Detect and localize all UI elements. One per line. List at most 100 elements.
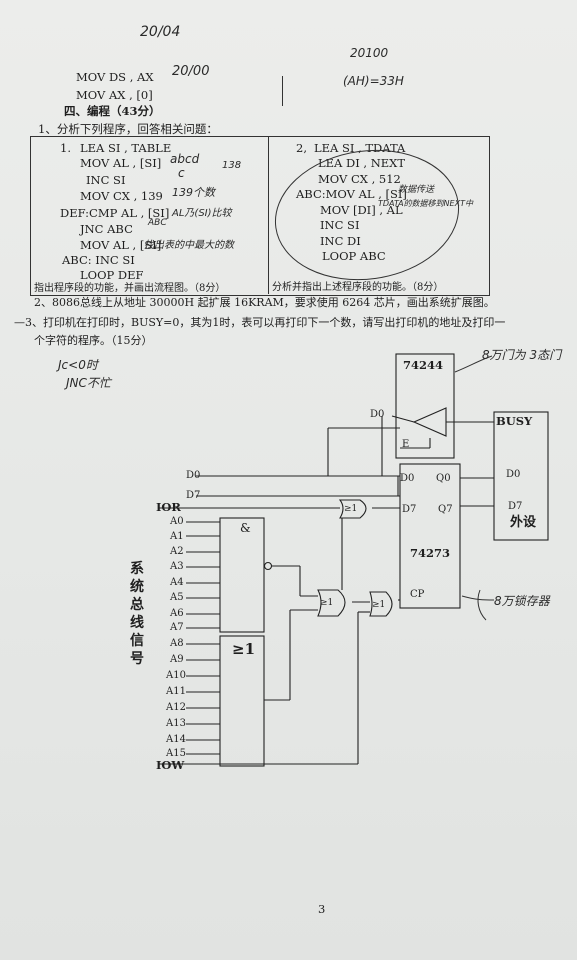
question-3-line-1: —3、打印机在打印时，BUSY=0，其为1时，表可以再打印下一个数，请写出打印机… — [14, 316, 506, 329]
p2-line: ABC:MOV AL , [SI] — [296, 187, 407, 201]
code-line-mov-ax: MOV AX , [0] — [76, 88, 153, 102]
peripheral-label: 外设 — [510, 515, 537, 530]
code-line-mov-ds: MOV DS , AX — [76, 70, 154, 84]
handwriting-note: 找出表的中最大的数 — [144, 240, 234, 251]
pin-e: E — [402, 439, 410, 450]
bus-signal-label: 系统总线信号 — [130, 561, 144, 667]
pin-cp: CP — [410, 589, 425, 600]
bus-d7: D7 — [186, 490, 201, 501]
handwriting-note: ABC — [148, 218, 167, 228]
address-label: A5 — [170, 592, 184, 603]
p2-line: LEA DI , NEXT — [318, 156, 406, 170]
handwriting-note-244: 8万门为 3态门 — [482, 348, 562, 362]
handwriting-note-273: 8万锁存器 — [494, 594, 550, 608]
handwriting-top-mid: 20/00 — [172, 64, 210, 79]
chip-74273-label: 74273 — [410, 546, 451, 560]
and-gate-symbol: & — [240, 521, 251, 535]
pin-q7: Q7 — [438, 504, 453, 515]
pin-d7: D7 — [402, 504, 417, 515]
handwriting-top-right: 20100 — [350, 46, 389, 60]
p1-line: JNC ABC — [80, 222, 133, 236]
address-label: A14 — [166, 734, 186, 745]
hand-drawn-circle — [274, 149, 460, 281]
handwriting-note: c — [178, 166, 185, 180]
p2-line: LEA SI , TDATA — [314, 141, 406, 155]
address-label: A3 — [170, 561, 184, 572]
address-label: A10 — [166, 670, 186, 681]
address-label: A6 — [170, 608, 184, 619]
arrow-273-note — [461, 595, 495, 601]
p1-line: MOV AL , [SI] — [80, 156, 162, 170]
or-gate-read — [338, 499, 367, 519]
address-label: A15 — [166, 748, 186, 759]
program-table — [30, 136, 490, 296]
p1-line: MOV AL , [SI] — [80, 238, 162, 252]
chip-74244-label: 74244 — [403, 358, 444, 372]
or-gate-write-symbol: ≥1 — [372, 600, 386, 610]
address-label: A12 — [166, 702, 186, 713]
program-2-question: 分析并指出上述程序段的功能。（8分） — [272, 282, 444, 293]
buffer-triangle — [412, 407, 447, 437]
bus-d0: D0 — [186, 470, 201, 481]
or-gate-symbol: ≥1 — [232, 640, 256, 658]
handwriting-note: 138 — [222, 160, 242, 171]
p1-line: LEA SI , TABLE — [80, 141, 172, 155]
p1-line: ABC: INC SI — [62, 253, 135, 267]
address-label: A4 — [170, 577, 184, 588]
busy-label: BUSY — [496, 414, 533, 428]
peripheral-body — [493, 411, 549, 541]
pin-d0: D0 — [400, 473, 415, 484]
or-gate-body — [219, 635, 265, 767]
handwriting-note: JNC不忙 — [66, 376, 111, 390]
ior-label: IOR — [156, 500, 181, 514]
handwriting-ah: (AH)=33H — [343, 74, 404, 88]
address-label: A8 — [170, 638, 184, 649]
address-label: A11 — [166, 686, 186, 697]
or-gate-write — [369, 591, 393, 617]
chip-74273-body — [399, 463, 461, 609]
program-table-divider — [268, 136, 269, 294]
handwriting-top-left: 20/04 — [140, 24, 181, 40]
and-gate-body — [219, 517, 265, 633]
question-2: 2、8086总线上从地址 30000H 起扩展 16KRAM，要求使用 6264… — [34, 296, 495, 309]
peripheral-d7: D7 — [508, 501, 523, 512]
handwriting-note: abcd — [170, 152, 200, 166]
p2-line: INC DI — [320, 234, 361, 248]
program-2-number: 2, — [296, 141, 307, 155]
address-label: A9 — [170, 654, 184, 665]
iow-label: IOW — [156, 758, 185, 772]
pen-stroke — [282, 76, 283, 106]
or-gate-middle-symbol: ≥1 — [320, 598, 334, 608]
or-gate-read-symbol: ≥1 — [344, 504, 358, 514]
chip-74244-body — [395, 353, 455, 459]
p2-line: MOV CX , 512 — [318, 172, 401, 186]
page-number: 3 — [318, 902, 326, 916]
peripheral-d0: D0 — [506, 469, 521, 480]
section-title: 四、编程（43分） — [64, 104, 161, 118]
program-1-number: 1. — [60, 141, 71, 155]
p1-line: INC SI — [86, 173, 126, 187]
question-1-intro: 1、分析下列程序，回答相关问题： — [38, 122, 218, 136]
handwriting-note: Jc<0时 — [58, 358, 98, 372]
pin-ds: D0 — [370, 409, 385, 420]
p2-line: INC SI — [320, 218, 360, 232]
p2-line: MOV [DI] , AL — [320, 203, 403, 217]
address-lines-upper — [186, 521, 220, 629]
program-1-question: 指出程序段的功能，并画出流程图。（8分） — [34, 283, 226, 294]
arrow-244-note — [454, 355, 493, 373]
p2-line: LOOP ABC — [322, 249, 386, 263]
p1-line: DEF:CMP AL , [SI] — [60, 206, 170, 220]
address-label: A1 — [170, 531, 184, 542]
pin-q0: Q0 — [436, 473, 451, 484]
p1-line: LOOP DEF — [80, 268, 144, 282]
address-label: A2 — [170, 546, 184, 557]
address-label: A0 — [170, 516, 184, 527]
handwriting-note: 数据传送 — [398, 185, 435, 195]
handwriting-note: AL乃(SI)比较 — [172, 208, 232, 219]
or-gate-middle — [317, 589, 346, 617]
address-lines-lower — [186, 643, 220, 755]
handwriting-note: TDATA的数据移到NEXT中 — [378, 199, 473, 208]
handwriting-note: 139个数 — [172, 186, 215, 199]
